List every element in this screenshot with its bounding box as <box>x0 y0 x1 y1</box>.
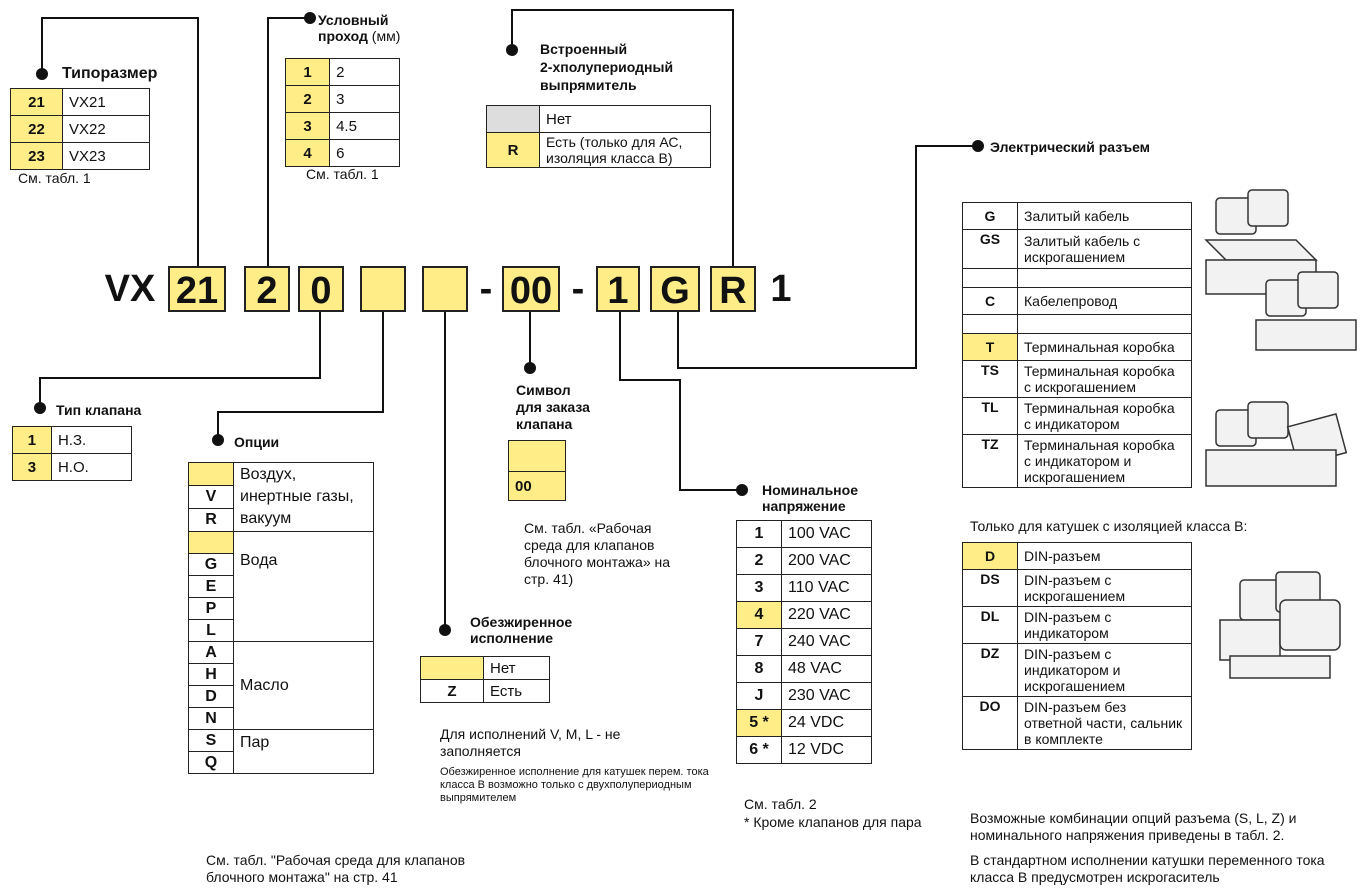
degreased-note-1: Для исполнений V, M, L - не заполняется <box>440 726 621 759</box>
valve-illustrations-terminal <box>1204 189 1357 487</box>
voltage-note-1: См. табл. 2 <box>744 796 817 812</box>
code-prefix: VX <box>104 268 156 310</box>
code-size-box[interactable]: 21 <box>168 266 226 312</box>
code-suffix: 1 <box>770 268 792 310</box>
code-voltage-box[interactable]: 1 <box>596 266 640 312</box>
order-note: См. табл. «Рабочая среда для клапанов бл… <box>524 520 671 587</box>
connector-title: Электрический разъем <box>990 139 1151 155</box>
code-dash-1: - <box>479 268 493 310</box>
code-degreased-box[interactable] <box>422 266 468 312</box>
code-connector-box[interactable]: G <box>650 266 700 312</box>
size-note: См. табл. 1 <box>18 170 91 186</box>
code-order-box[interactable]: 00 <box>502 266 560 312</box>
code-options-box[interactable] <box>360 266 406 312</box>
connector-note-2: В стандартном исполнении катушки перемен… <box>970 852 1325 885</box>
options-title: Опции <box>234 434 280 450</box>
voltage-note-2: * Кроме клапанов для пара <box>744 814 922 830</box>
options-table: Воздух, инертные газы, вакуум V R Вода G… <box>188 462 374 774</box>
options-note: См. табл. "Рабочая среда для клапанов бл… <box>206 852 466 885</box>
valve-illustration-din <box>1219 571 1341 679</box>
valve-type-title: Тип клапана <box>56 402 142 418</box>
orifice-title: Условный проход (мм) <box>318 12 401 44</box>
code-rectifier-box[interactable]: R <box>710 266 756 312</box>
order-table: 00 <box>508 440 566 501</box>
size-title: Типоразмер <box>62 65 158 82</box>
code-orifice-box[interactable]: 2 <box>244 266 290 312</box>
degreased-note-2: Обезжиренное исполнение для катушек пере… <box>440 766 709 804</box>
orifice-note: См. табл. 1 <box>306 166 379 182</box>
code-dash-2: - <box>571 268 585 310</box>
code-valve-type-box[interactable]: 0 <box>298 266 344 312</box>
class-b-label: Только для катушек с изоляцией класса В: <box>970 518 1248 534</box>
connector-note-1: Возможные комбинации опций разъема (S, L… <box>970 810 1297 843</box>
